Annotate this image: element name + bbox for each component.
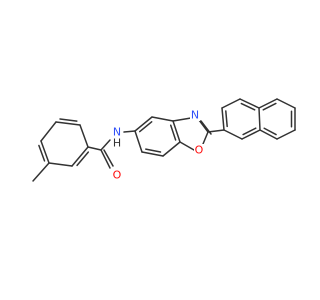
- aryl-carbonyl-bond: [87, 146, 102, 151]
- carbonyl-double-bond: [103, 149, 114, 167]
- ring-double-bond: [263, 127, 277, 136]
- ring-double-bond: [59, 118, 78, 122]
- biaryl-bond: [207, 129, 225, 133]
- ring-bond: [241, 129, 261, 140]
- ring-bond: [221, 107, 225, 131]
- bond-layer: [32, 98, 296, 182]
- atom-label-n-amide: N: [113, 126, 121, 139]
- ring-double-bond: [38, 144, 46, 162]
- methyl-bond: [32, 162, 50, 182]
- ring-bond: [55, 121, 81, 126]
- ring-bond: [221, 98, 241, 109]
- ring-bond: [162, 141, 181, 157]
- ring-bond: [198, 119, 209, 133]
- atom-label-o-oxazole: O: [195, 144, 204, 157]
- ring-bond: [151, 116, 174, 122]
- carbonyl-n-bond: [100, 139, 111, 151]
- ring-bond: [258, 98, 278, 109]
- ring-bond: [239, 98, 260, 109]
- carbonyl-bond: [100, 149, 111, 169]
- ring-double-bond: [240, 102, 256, 111]
- ring-bond: [223, 129, 243, 140]
- atom-label-n-oxazole: N: [191, 109, 199, 122]
- n-aryl-bond: [123, 130, 136, 133]
- ring-bond: [79, 124, 89, 148]
- atom-label-background: [112, 169, 122, 181]
- ring-bond: [134, 130, 143, 153]
- atom-label-background: [112, 126, 122, 138]
- ring-bond: [202, 131, 209, 145]
- ring-bond: [179, 141, 195, 151]
- atom-label-background: [190, 109, 200, 121]
- ring-bond: [71, 146, 89, 167]
- atom-label-background: [194, 144, 204, 156]
- ring-bond: [276, 129, 296, 140]
- ring-double-bond: [76, 151, 90, 167]
- ring-bond: [134, 116, 153, 132]
- ring-bond: [258, 107, 261, 131]
- ring-bond: [259, 129, 278, 140]
- ring-bond: [276, 98, 296, 109]
- atom-label-background: [112, 137, 122, 149]
- atom-label-o-carbonyl: O: [113, 169, 122, 182]
- ring-double-bond: [139, 121, 153, 133]
- ring-bond: [48, 162, 73, 167]
- ring-bond: [172, 120, 181, 143]
- atom-label-h-amide: H: [113, 137, 121, 150]
- ring-double-bond: [169, 124, 177, 141]
- ring-bond: [172, 117, 192, 122]
- ring-bond: [40, 140, 50, 164]
- ring-double-bond: [145, 148, 162, 153]
- ring-bond: [141, 151, 164, 157]
- ring-double-bond: [225, 110, 228, 128]
- ring-double-bond: [242, 127, 257, 136]
- ring-double-bond: [262, 102, 277, 111]
- ring-bond: [40, 121, 57, 142]
